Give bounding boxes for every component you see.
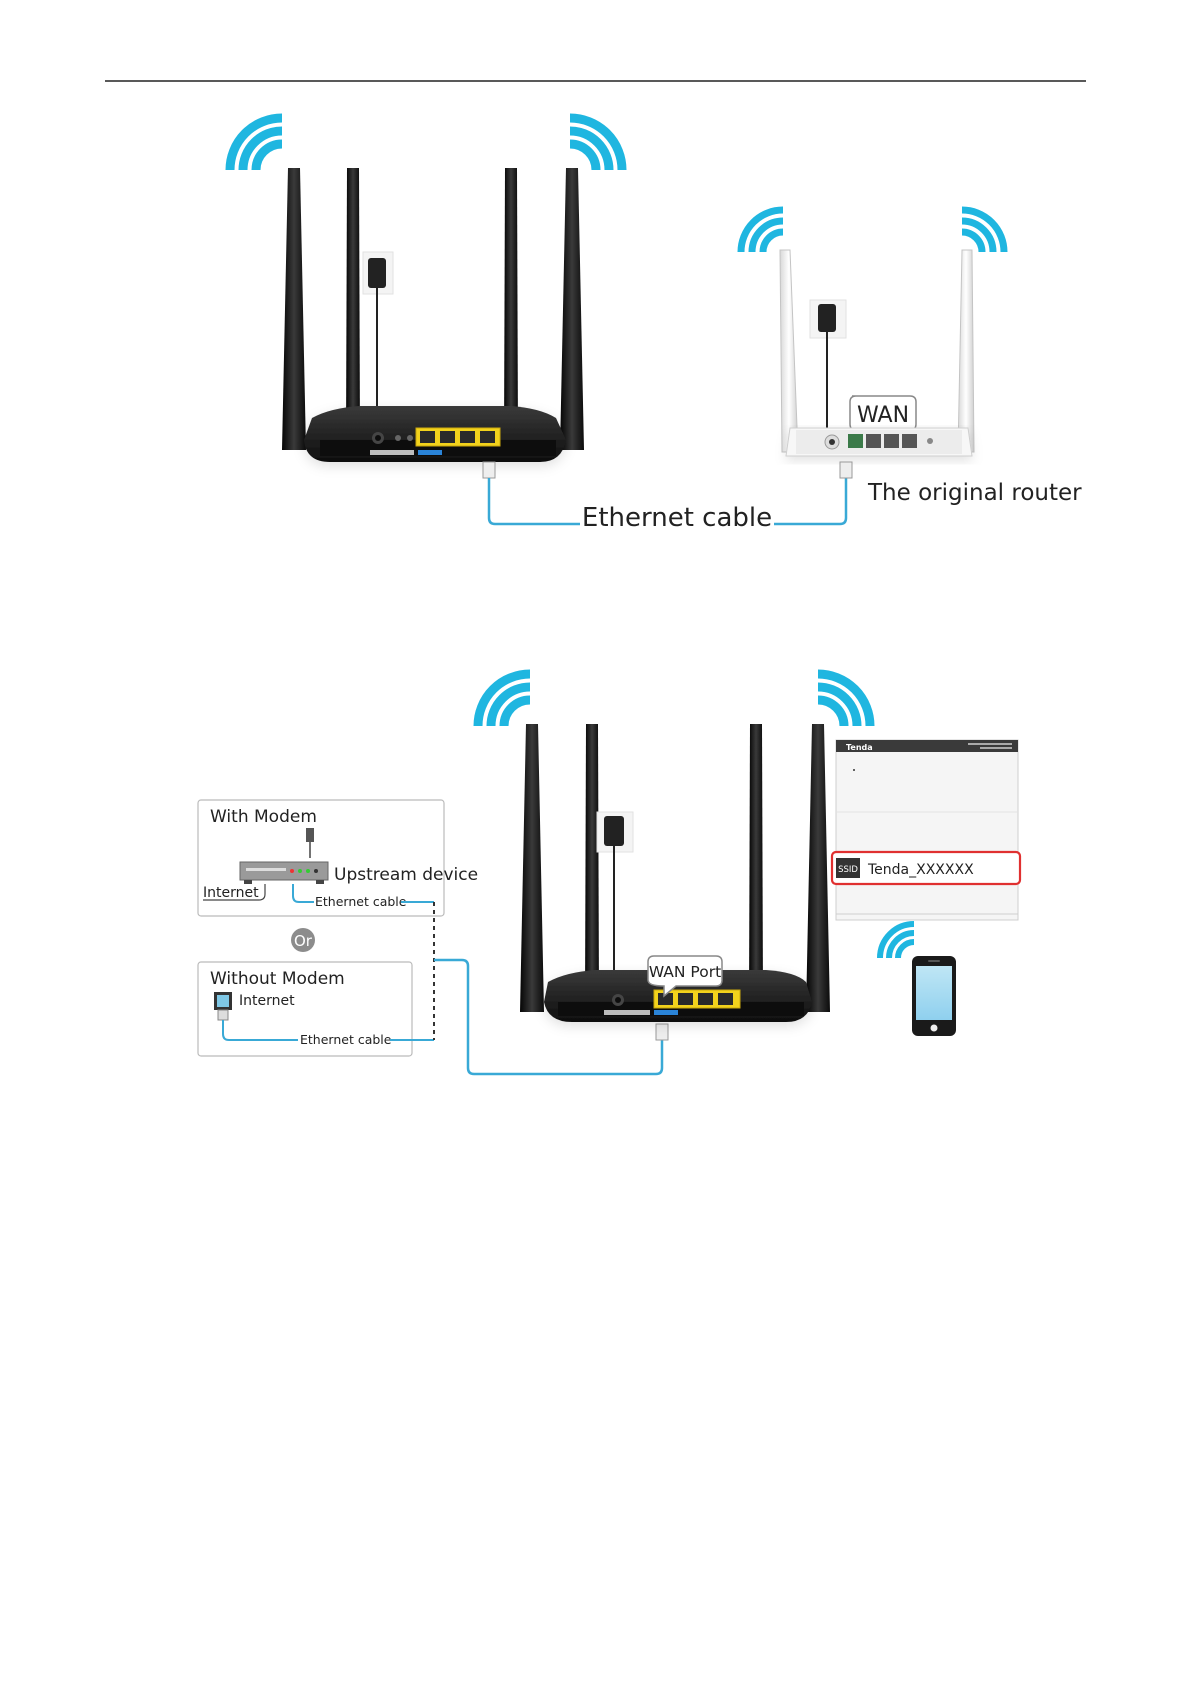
without-modem-title: Without Modem	[210, 969, 345, 989]
wifi-icon	[230, 118, 282, 170]
diagram-1: WAN Ethernet cable The original router	[230, 118, 1082, 533]
brand-label: Tenda	[846, 743, 873, 752]
internet-label: Internet	[239, 993, 295, 1009]
smartphone-icon	[912, 956, 956, 1036]
ethernet-cable-label: Ethernet cable	[315, 894, 407, 909]
ethernet-cable-label: Ethernet cable	[300, 1032, 392, 1047]
diagram-2: With Modem Upstream device Internet Ethe…	[198, 674, 1020, 1074]
with-modem-panel: With Modem Upstream device Internet Ethe…	[198, 800, 478, 916]
power-adapter	[810, 300, 846, 430]
router-new	[304, 406, 566, 462]
power-adapter	[597, 812, 633, 986]
power-adapter	[363, 252, 393, 424]
or-badge: Or	[291, 928, 315, 952]
ssid-value: Tenda_XXXXXX	[867, 862, 974, 878]
wifi-icon	[962, 210, 1004, 252]
router-original	[786, 428, 972, 456]
ssid-tag: SSID	[838, 865, 858, 875]
without-modem-panel: Without Modem Internet Ethernet cable	[198, 962, 434, 1056]
wifi-icon	[880, 924, 914, 958]
wan-label: WAN	[857, 403, 909, 428]
wifi-icon	[741, 210, 783, 252]
or-label: Or	[294, 932, 313, 950]
upstream-device-label: Upstream device	[334, 865, 478, 885]
wan-port-label: WAN Port	[649, 963, 721, 981]
ethernet-cable: Ethernet cable	[483, 462, 852, 533]
wifi-icon	[570, 118, 622, 170]
original-router-label: The original router	[867, 480, 1082, 506]
ssid-screen: Tenda SSID Tenda_XXXXXX	[832, 740, 1020, 920]
internet-label: Internet	[203, 885, 259, 901]
wifi-icon	[478, 674, 530, 726]
ethernet-cable-label: Ethernet cable	[582, 503, 772, 533]
wifi-icon	[818, 674, 870, 726]
with-modem-title: With Modem	[210, 807, 317, 827]
